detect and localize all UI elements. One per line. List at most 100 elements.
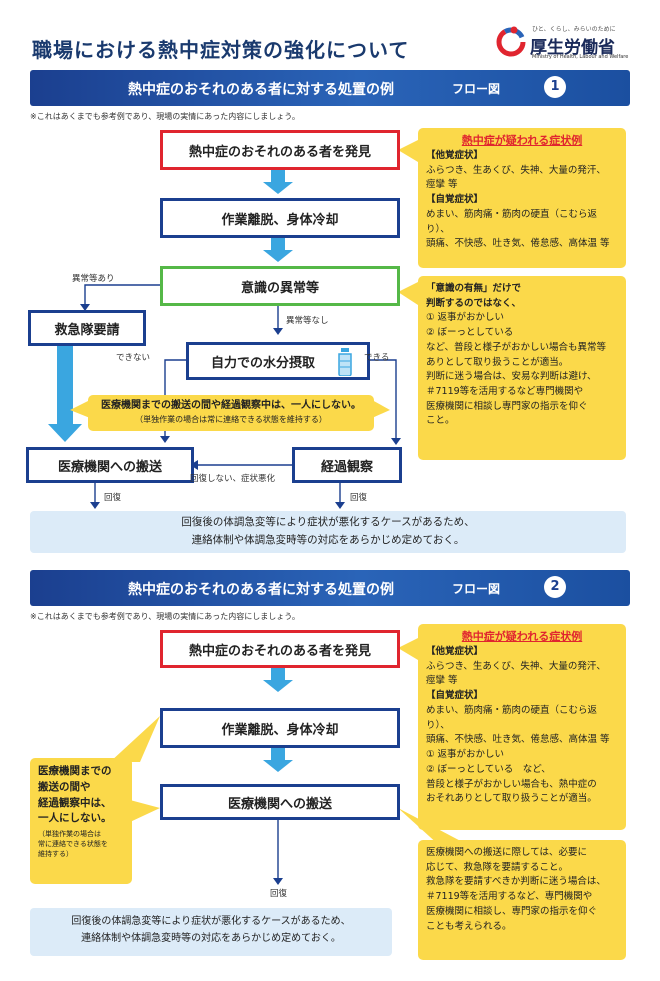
flow1-banner: 熱中症のおそれのある者に対する処置の例 フロー図 1 (30, 70, 630, 106)
flow2-big-arrows (263, 668, 293, 772)
flow2-self-label: 【自覚症状】 (426, 690, 484, 702)
flow2-discover-box: 熱中症のおそれのある者を発見 (160, 630, 400, 668)
flow1-consciousness-note-line: ① 返事がおかしい (426, 312, 505, 324)
flow2-not-alone-sub-line: （単独作業の場合は (38, 830, 101, 838)
flow1-cannot: できない (116, 353, 151, 363)
logo-name: 厚生労働省 (530, 38, 615, 58)
flow1-consciousness-callout: 「意識の有無」だけで 判断するのではなく、 ① 返事がおかしい ② ぼーっとして… (418, 276, 626, 460)
flow1-abnormal-yes: 異常等あり (72, 274, 115, 284)
flow1-consciousness-pointer (398, 282, 418, 305)
flow1-other-line: 痙攣 等 (426, 179, 458, 191)
flow2-self-line: ② ぼーっとしている など、 (426, 763, 551, 775)
flow1-number-badge: 1 (544, 76, 566, 98)
flow1-consciousness-note-line: など、普段と様子がおかしい場合も異常等 (426, 341, 607, 353)
flow1-consciousness-box: 意識の異常等 (160, 266, 400, 306)
flow1-big-arrows (48, 170, 293, 442)
flow1-other-line: ふらつき、生あくび、失神、大量の発汗、 (426, 164, 606, 176)
flow2-self-line: 普段と様子がおかしい場合も、熱中症の (426, 778, 597, 790)
flow2-note: ※これはあくまでも参考例であり、現場の実情にあった内容にしましょう。 (30, 612, 300, 621)
flow1-water-label: 自力での水分摂取 (211, 355, 316, 371)
flow2-transport-note-line: ことも考えられる。 (426, 920, 512, 932)
mhlw-logo-icon (496, 26, 526, 57)
flow1-consciousness-note-line: ありとして取り扱うことが適当。 (426, 356, 569, 368)
flow2-not-alone-pointer-bottom (130, 800, 160, 822)
flow1-transport-label: 医療機関への搬送 (57, 459, 162, 475)
flow2-symptoms-pointer (398, 638, 418, 660)
flow1-self-line: 頭痛、不快感、吐き気、倦怠感、高体温 等 (426, 238, 610, 250)
flow2-self-line: おそれありとして取り扱うことが適当。 (426, 793, 597, 805)
flow1-consciousness-note-line: 判断するのではなく、 (426, 297, 522, 309)
flow2-other-line: ふらつき、生あくび、失神、大量の発汗、 (426, 660, 606, 672)
flow2-discover-label: 熱中症のおそれのある者を発見 (188, 643, 371, 659)
flow2-not-alone-line: 一人にしない。 (38, 812, 112, 825)
flow1-not-alone-text: 医療機関までの搬送の間や経過観察中は、一人にしない。 (101, 400, 361, 411)
flow2-other-label: 【他覚症状】 (426, 646, 484, 658)
flow1-not-alone-sub: （単独作業の場合は常に連絡できる状態を維持する） (135, 414, 327, 424)
flow2-self-line: 頭痛、不快感、吐き気、倦怠感、高体温 等 (426, 734, 610, 746)
flow2-banner-title: 熱中症のおそれのある者に対する処置の例 (128, 582, 394, 598)
flow1-consciousness-note-line: ② ぼーっとしている (426, 327, 514, 339)
water-bottle-icon (338, 348, 352, 376)
flow2-transport-box: 医療機関への搬送 (160, 784, 400, 820)
logo-english: Ministry of Health, Labour and Welfare (532, 54, 629, 60)
flow1-transport-box: 医療機関への搬送 (26, 447, 194, 483)
flow1-consciousness-note-line: 「意識の有無」だけで (426, 283, 522, 294)
flow1-cool-label: 作業離脱、身体冷却 (221, 212, 339, 228)
flow2-not-alone-sub-line: 維持する） (38, 849, 73, 858)
logo-tagline: ひと、くらし、みらいのために (532, 26, 616, 33)
flow1-ambulance-box: 救急隊要請 (28, 310, 146, 346)
flow1-footer: 回復後の体調急変等により症状が悪化するケースがあるため、 連絡体制や体調急変時等… (30, 511, 626, 553)
flow2-footer-line: 連絡体制や体調急変時等の対応をあらかじめ定めておく。 (81, 933, 341, 944)
flow1-consciousness-label: 意識の異常等 (240, 280, 319, 296)
flow1-water-box: 自力での水分摂取 (186, 342, 370, 380)
flow2-transport-note-line: 救急隊を要請すべきか判断に迷う場合は、 (426, 876, 606, 888)
flow1-arrowheads (80, 304, 401, 509)
flow2-self-line: ① 返事がおかしい (426, 749, 505, 761)
flow2-not-alone-pointer-top (110, 716, 160, 762)
flow1-ambulance-label: 救急隊要請 (54, 322, 120, 338)
mhlw-logo: ひと、くらし、みらいのために 厚生労働省 Ministry of Health,… (496, 22, 636, 66)
flow2-transport-label: 医療機関への搬送 (227, 796, 332, 812)
flow2-recover: 回復 (270, 889, 288, 899)
flow2-not-alone-sub-line: 常に連絡できる状態を (38, 839, 108, 848)
flow1-other-label: 【他覚症状】 (426, 150, 484, 162)
flow2-self-line: めまい、筋肉痛・筋肉の硬直（こむら返り）、 (426, 704, 598, 731)
page-title: 職場における熱中症対策の強化について (32, 38, 410, 62)
flow2-symptoms-callout: 熱中症が疑われる症状例 【他覚症状】 ふらつき、生あくび、失神、大量の発汗、 痙… (418, 624, 626, 830)
flow1-abnormal-no: 異常等なし (286, 316, 329, 326)
flow1-consciousness-note-line: ＃7119等を活用するなど専門機関や (426, 386, 584, 398)
flow1-thin-lines (84, 284, 397, 504)
flow1-consciousness-note-line: 医療機関に相談し専門家の指示を仰ぐ (426, 400, 588, 412)
flow1-discover-label: 熱中症のおそれのある者を発見 (188, 144, 371, 160)
flow1-symptoms-pointer (398, 140, 418, 162)
flow2-footer: 回復後の体調急変等により症状が悪化するケースがあるため、 連絡体制や体調急変時等… (30, 908, 392, 956)
flow1-footer-line: 回復後の体調急変等により症状が悪化するケースがあるため、 (181, 516, 475, 528)
flow1-footer-line: 連絡体制や体調急変時等の対応をあらかじめ定めておく。 (191, 533, 465, 546)
flow2-transport-note-line: 医療機関に相談し、専門家の指示を仰ぐ (426, 905, 598, 917)
flow1-self-label: 【自覚症状】 (426, 194, 484, 206)
flow1-can: できる (364, 353, 390, 363)
flow2-number-badge: 2 (544, 576, 566, 598)
flow2-other-line: 痙攣 等 (426, 675, 458, 687)
flow1-recover-right: 回復 (350, 493, 368, 503)
flow2-footer-line: 回復後の体調急変等により症状が悪化するケースがあるため、 (71, 916, 351, 927)
flow2-not-alone-callout: 医療機関までの 搬送の間や 経過観察中は、 一人にしない。 （単独作業の場合は … (30, 758, 132, 884)
flow1-observe-box: 経過観察 (292, 447, 402, 483)
flow1-observe-label: 経過観察 (320, 459, 373, 475)
flow1-consciousness-note-line: こと。 (426, 415, 455, 427)
flow1-symptoms-callout: 熱中症が疑われる症状例 【他覚症状】 ふらつき、生あくび、失神、大量の発汗、 痙… (418, 128, 626, 268)
flow2-arrowheads (273, 878, 283, 885)
flow1-banner-title: 熱中症のおそれのある者に対する処置の例 (128, 82, 394, 98)
flow2-transport-note-line: 医療機関への搬送に際しては、必要に (426, 847, 588, 858)
flow1-label: フロー図 (452, 82, 501, 96)
flow2-banner: 熱中症のおそれのある者に対する処置の例 フロー図 2 (30, 570, 630, 606)
flow1-symptoms-heading: 熱中症が疑われる症状例 (461, 134, 583, 147)
flow2-transport-callout: 医療機関への搬送に際しては、必要に 応じて、救急隊を要請すること。 救急隊を要請… (418, 840, 626, 960)
flow1-discover-box: 熱中症のおそれのある者を発見 (160, 130, 400, 170)
flow2-transport-note-line: 応じて、救急隊を要請すること。 (426, 861, 569, 873)
flow2-not-alone-line: 医療機関までの (38, 765, 112, 777)
flow2-not-alone-line: 経過観察中は、 (38, 796, 112, 809)
flow1-worsen: 回復しない、症状悪化 (190, 474, 276, 484)
flow2-cool-label: 作業離脱、身体冷却 (221, 722, 339, 738)
